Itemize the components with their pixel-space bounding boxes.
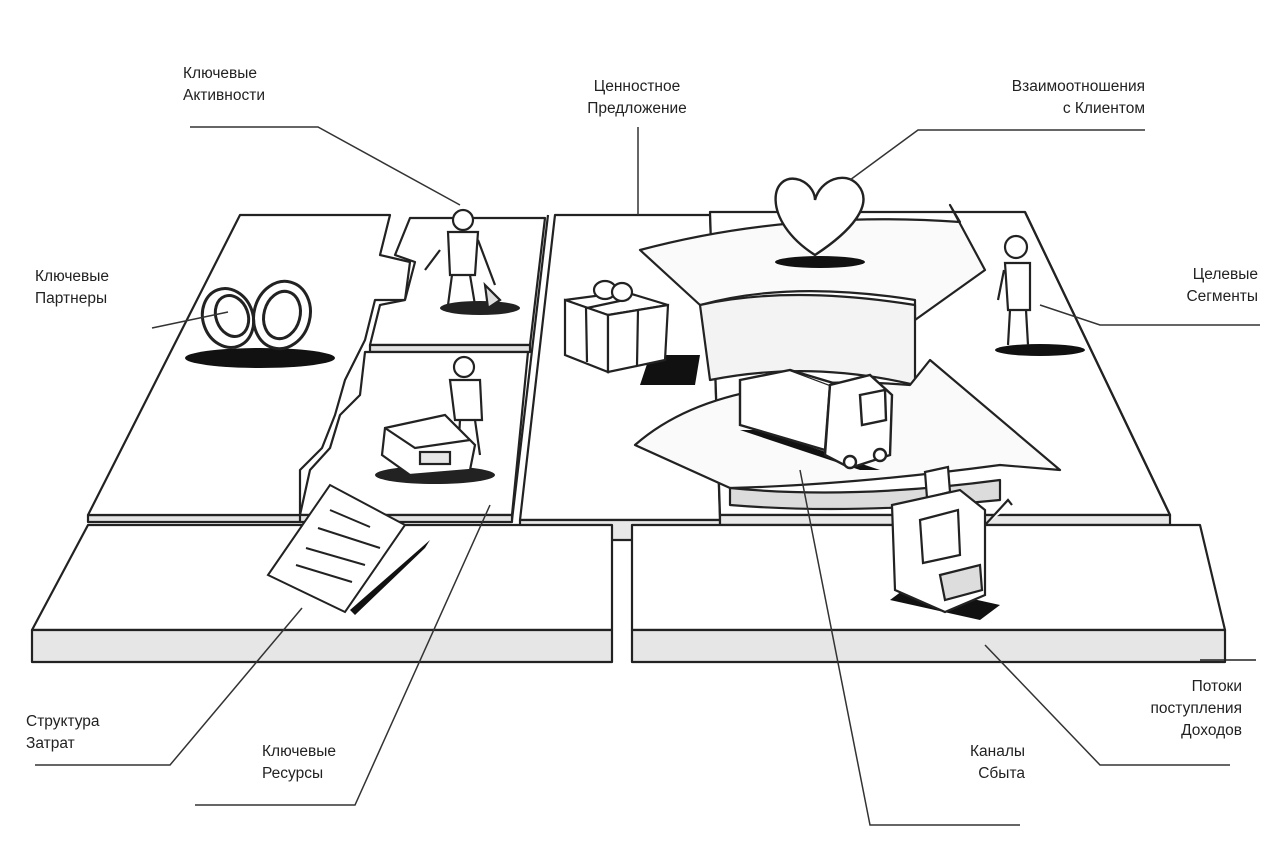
label-revenue-streams: Потоки поступления Доходов: [1150, 678, 1242, 739]
heart-icon: [774, 176, 865, 268]
label-value-proposition: Ценностное Предложение: [587, 78, 687, 117]
machine-operator-icon: [375, 355, 495, 484]
cash-register-icon: [890, 465, 1013, 620]
leader-customer-relationships: [849, 129, 1145, 181]
customer-relationships-channels-block: [633, 203, 1172, 527]
document-icon: [266, 483, 430, 615]
truck-icon: [738, 368, 894, 470]
leader-channels: [799, 469, 1020, 826]
label-key-activities: Ключевые Активности: [183, 65, 265, 104]
label-customer-relationships: Взаимоотношения с Клиентом: [1011, 78, 1145, 117]
gift-box-icon: [563, 279, 700, 385]
leader-customer-segments: [1039, 304, 1260, 326]
leader-key-activities: [190, 126, 461, 206]
leader-lines: [35, 126, 1260, 826]
leader-revenue-streams: [984, 644, 1230, 766]
worker-icon: [424, 208, 520, 315]
leader-key-partners: [151, 311, 229, 329]
rings-icon: [185, 279, 335, 368]
label-key-partners: Ключевые Партнеры: [35, 268, 110, 307]
leader-key-resources: [195, 504, 491, 806]
label-customer-segments: Целевые Сегменты: [1186, 266, 1258, 305]
label-channels: Каналы Сбыта: [969, 743, 1025, 782]
label-cost-structure: Структура Затрат: [26, 713, 100, 752]
label-key-resources: Ключевые Ресурсы: [262, 743, 337, 782]
person-icon: [995, 234, 1085, 356]
leader-cost-structure: [35, 607, 303, 766]
